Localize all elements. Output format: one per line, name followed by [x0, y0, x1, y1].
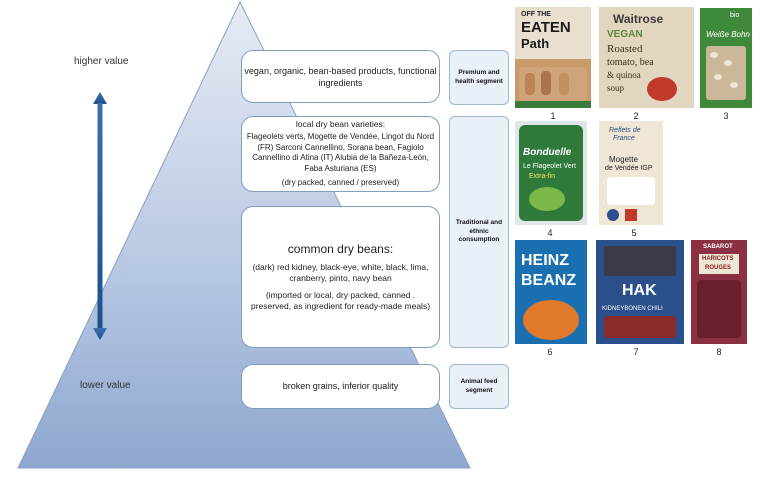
- tier-local-title: local dry bean varieties:: [295, 119, 386, 129]
- product-image-7: HAK KIDNEYBONEN CHILI: [596, 240, 684, 344]
- value-arrow-icon: [93, 92, 107, 340]
- tier-feed-text: broken grains, inferior quality: [282, 381, 399, 391]
- product-number-3: 3: [723, 111, 729, 121]
- product-number-8: 8: [716, 347, 722, 357]
- product-number-2: 2: [633, 111, 639, 121]
- product-image-6: HEINZ BEANZ: [515, 240, 587, 344]
- tier-premium: vegan, organic, bean-based products, fun…: [241, 50, 440, 103]
- tier-premium-text: vegan, organic, bean-based products, fun…: [244, 65, 437, 88]
- tier-common-title: common dry beans:: [287, 242, 394, 256]
- product-number-7: 7: [633, 347, 639, 357]
- product-number-5: 5: [631, 228, 637, 238]
- tier-local-text: Flageolets verts, Mogette de Vendée, Lin…: [246, 132, 435, 173]
- product-number-6: 6: [547, 347, 553, 357]
- product-number-4: 4: [547, 228, 553, 238]
- product-number-1: 1: [550, 111, 556, 121]
- product-image-3: bio Weiße Bohn: [700, 8, 752, 108]
- product-image-2: Waitrose VEGAN Roasted tomato, bea & qui…: [599, 7, 694, 108]
- product-image-8: SABAROT HARICOTS ROUGES: [691, 240, 747, 344]
- tier-feed: broken grains, inferior quality: [241, 364, 440, 409]
- tier-local-note: (dry packed, canned / preserved): [281, 178, 400, 187]
- product-image-5: Reflets de France Mogette de Vendée IGP: [599, 121, 663, 225]
- tier-common-text: (dark) red kidney, black-eye, white, bla…: [252, 262, 429, 283]
- tier-local-varieties: local dry bean varieties: Flageolets ver…: [241, 116, 440, 192]
- segment-traditional-ethnic: Traditional and ethnic consumption: [449, 116, 509, 348]
- segment-premium-health: Premium and health segment: [449, 50, 509, 105]
- product-image-4: Bonduelle Le Flageolet Vert Extra-fin: [515, 121, 587, 225]
- product-image-1: OFF THE EATEN Path: [515, 7, 591, 108]
- tier-common-beans: common dry beans: (dark) red kidney, bla…: [241, 206, 440, 348]
- tier-common-note: (imported or local, dry packed, canned .…: [250, 290, 431, 311]
- lower-value-label: lower value: [80, 380, 131, 391]
- segment-animal-feed: Animal feed segment: [449, 364, 509, 409]
- higher-value-label: higher value: [74, 56, 129, 67]
